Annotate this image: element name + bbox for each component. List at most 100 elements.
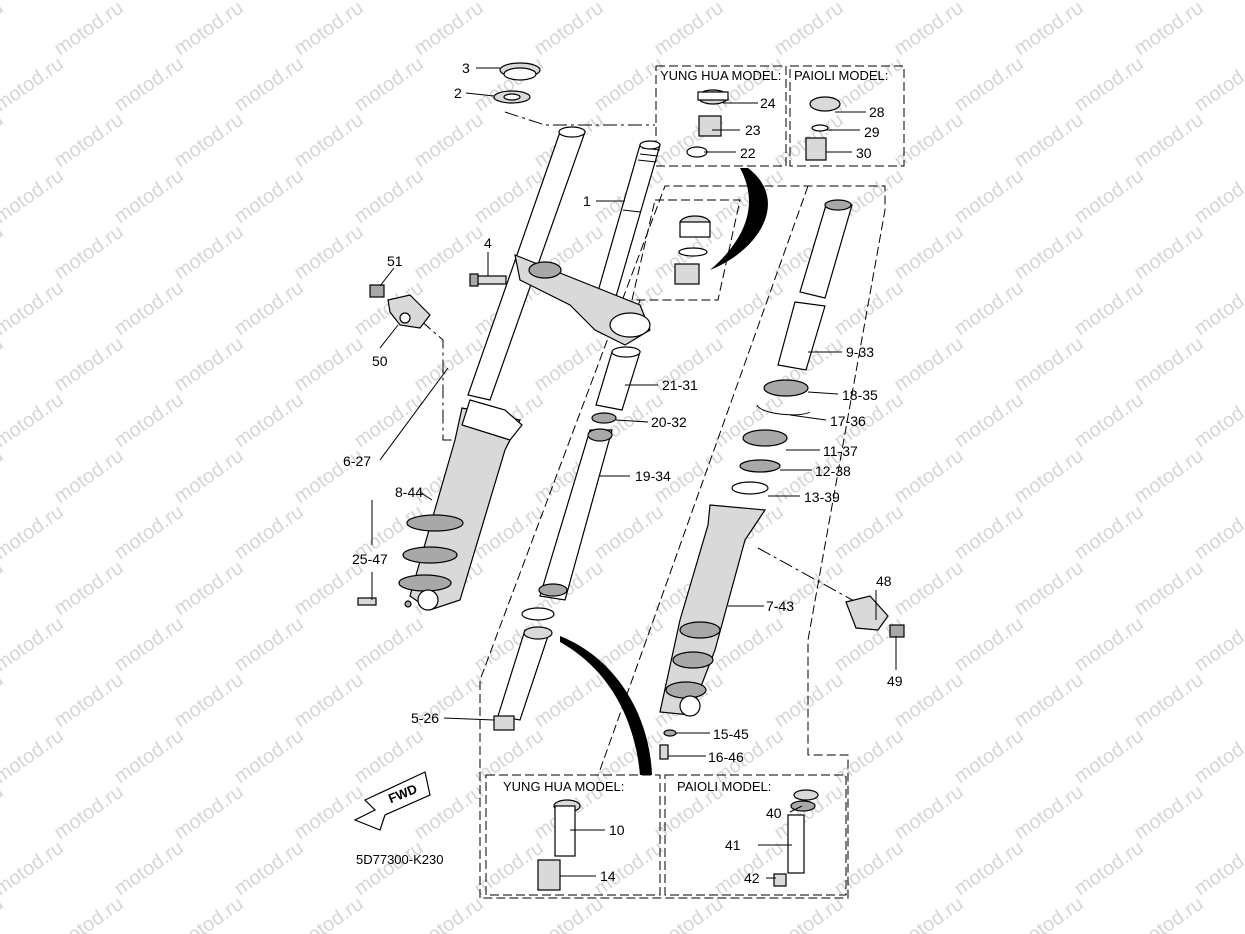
- watermark-text: motod.ru: [1070, 501, 1147, 564]
- watermark-text: motod.ru: [350, 165, 427, 228]
- watermark-text: motod.ru: [50, 445, 127, 508]
- watermark-text: motod.ru: [0, 389, 68, 452]
- watermark-text: motod.ru: [50, 221, 127, 284]
- watermark-text: motod.ru: [0, 501, 68, 564]
- watermark-text: motod.ru: [530, 669, 607, 732]
- watermark-text: motod.ru: [1010, 557, 1087, 620]
- watermark-text: motod.ru: [230, 0, 307, 4]
- bushing-13-39: [731, 481, 769, 495]
- watermark-text: motod.ru: [1070, 0, 1147, 4]
- watermark-text: motod.ru: [350, 613, 427, 676]
- watermark-text: motod.ru: [1190, 613, 1245, 676]
- watermark-text: motod.ru: [830, 725, 907, 788]
- watermark-text: motod.ru: [1130, 893, 1207, 934]
- watermark-text: motod.ru: [0, 0, 8, 60]
- watermark-text: motod.ru: [950, 277, 1027, 340]
- callout-22: 22: [740, 145, 756, 161]
- watermark-text: motod.ru: [710, 53, 787, 116]
- callout-7-43: 7-43: [766, 598, 794, 614]
- watermark-text: motod.ru: [590, 0, 667, 4]
- watermark-text: motod.ru: [1010, 109, 1087, 172]
- watermark-text: motod.ru: [1010, 445, 1087, 508]
- watermark-text: motod.ru: [170, 669, 247, 732]
- watermark-text: motod.ru: [710, 837, 787, 900]
- watermark-text: motod.ru: [0, 613, 68, 676]
- inner-tube-9-33: [777, 199, 853, 371]
- spacer-21-31: [595, 346, 641, 411]
- watermark-text: motod.ru: [1070, 613, 1147, 676]
- watermark-text: motod.ru: [0, 557, 8, 620]
- bolt-51: [369, 284, 385, 298]
- watermark-text: motod.ru: [890, 557, 967, 620]
- watermark-text: motod.ru: [0, 781, 8, 844]
- watermark-text: motod.ru: [1010, 221, 1087, 284]
- washer-15-45: [663, 729, 677, 737]
- watermark-text: motod.ru: [1190, 725, 1245, 788]
- watermark-text: motod.ru: [1070, 277, 1147, 340]
- callout-42: 42: [744, 870, 760, 886]
- watermark-text: motod.ru: [1010, 893, 1087, 934]
- watermark-text: motod.ru: [110, 613, 187, 676]
- callout-25-47: 25-47: [352, 551, 388, 567]
- cap-detail-enclosure: [631, 199, 741, 301]
- callout-13-39: 13-39: [804, 489, 840, 505]
- callout-9-33: 9-33: [846, 344, 874, 360]
- watermark-text: motod.ru: [350, 389, 427, 452]
- callout-5-26: 5-26: [411, 710, 439, 726]
- watermark-text: motod.ru: [890, 445, 967, 508]
- watermark-text: motod.ru: [890, 0, 967, 60]
- watermark-text: motod.ru: [830, 501, 907, 564]
- watermark-text: motod.ru: [830, 277, 907, 340]
- callout-16-46: 16-46: [708, 749, 744, 765]
- watermark-text: motod.ru: [770, 0, 847, 60]
- watermark-text: motod.ru: [1190, 389, 1245, 452]
- watermark-text: motod.ru: [0, 725, 68, 788]
- watermark-text: motod.ru: [770, 893, 847, 934]
- damper-rod-5-26: [493, 607, 555, 731]
- watermark-text: motod.ru: [0, 669, 8, 732]
- callout-28: 28: [869, 104, 885, 120]
- callout-21-31: 21-31: [662, 377, 698, 393]
- callout-40: 40: [766, 805, 782, 821]
- clip-17-36: [756, 404, 811, 416]
- top-yung-hua-title: YUNG HUA MODEL:: [660, 68, 781, 83]
- oil-seal-18-35: [763, 379, 809, 397]
- watermark-text: motod.ru: [50, 333, 127, 396]
- watermark-text: motod.ru: [710, 0, 787, 4]
- watermark-text: motod.ru: [0, 333, 8, 396]
- watermark-text: motod.ru: [770, 669, 847, 732]
- watermark-text: motod.ru: [590, 501, 667, 564]
- steering-stem: [514, 140, 661, 346]
- watermark-text: motod.ru: [0, 277, 68, 340]
- callout-30: 30: [856, 145, 872, 161]
- watermark-text: motod.ru: [0, 53, 68, 116]
- callout-11-37: 11-37: [823, 443, 858, 459]
- watermark-text: motod.ru: [1070, 837, 1147, 900]
- callout-48: 48: [876, 573, 892, 589]
- top-paioli-box: PAIOLI MODEL:: [789, 65, 905, 167]
- watermark-text: motod.ru: [110, 725, 187, 788]
- callout-20-32: 20-32: [651, 414, 687, 430]
- watermark-text: motod.ru: [410, 893, 487, 934]
- watermark-text: motod.ru: [350, 0, 427, 4]
- callout-49: 49: [887, 673, 903, 689]
- callout-17-36: 17-36: [830, 413, 866, 429]
- bracket-48: [845, 595, 889, 631]
- watermark-text: motod.ru: [650, 0, 727, 60]
- callout-8-44: 8-44: [395, 484, 423, 500]
- callout-50: 50: [372, 353, 388, 369]
- callout-15-45: 15-45: [713, 726, 749, 742]
- yung-hua-cap-parts: [686, 89, 729, 158]
- watermark-text: motod.ru: [890, 221, 967, 284]
- watermark-text: motod.ru: [170, 893, 247, 934]
- watermark-text: motod.ru: [290, 0, 367, 60]
- watermark-text: motod.ru: [170, 109, 247, 172]
- watermark-text: motod.ru: [1130, 669, 1207, 732]
- watermark-text: motod.ru: [890, 333, 967, 396]
- watermark-text: motod.ru: [890, 893, 967, 934]
- watermark-text: motod.ru: [0, 165, 68, 228]
- watermark-text: motod.ru: [0, 893, 8, 934]
- assembly-line-bracket: [419, 319, 462, 441]
- watermark-text: motod.ru: [1010, 333, 1087, 396]
